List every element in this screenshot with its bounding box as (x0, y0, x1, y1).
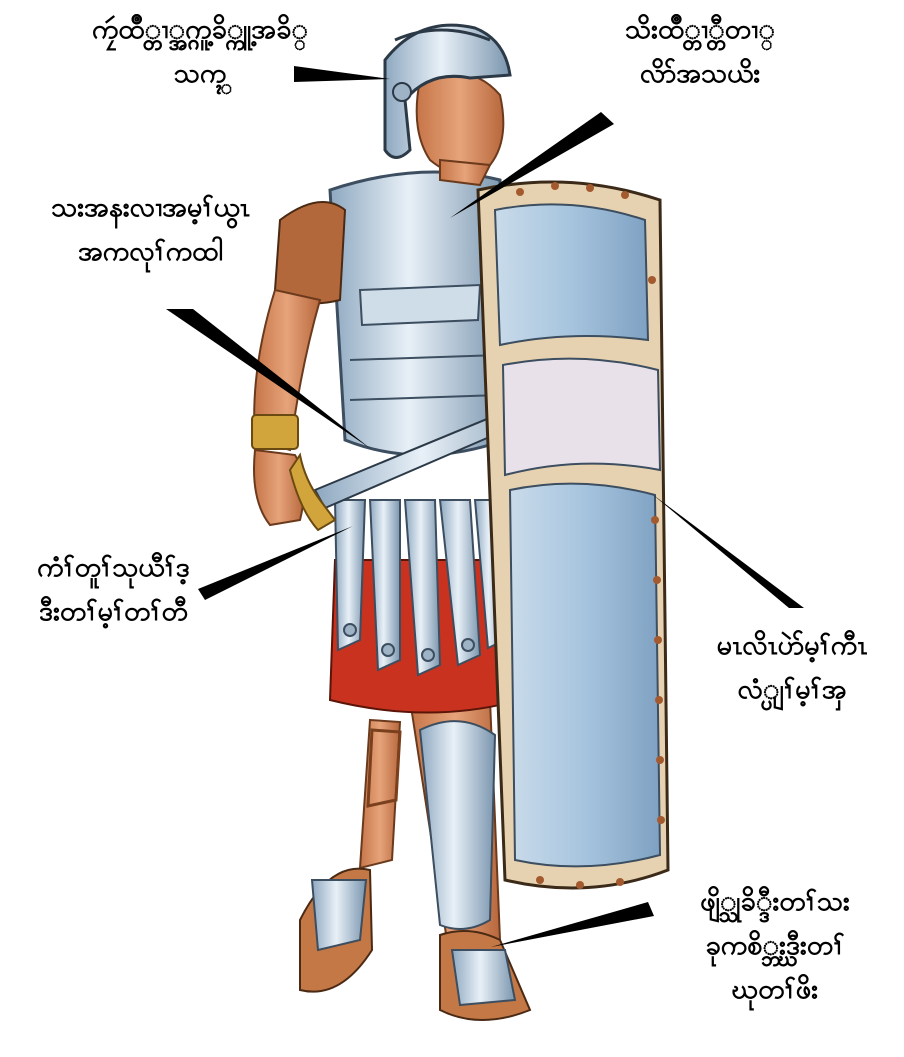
skirt-label: ကံၢ်တူၢ်သုယီၢ်ဒ့ ဒီးတၢ်မ့ၢ်တၢ်တီ (6, 546, 221, 634)
breastplate-label: သိးထိဳ္တၢ္တီတၢ္ လိာ်အသယိး (555, 8, 845, 96)
sandals-label: ဖျိ္သုခိ္ဒီးတၢ်သး ခုကစိ္ဘ္ဃးဒီးတၢ် ဃုတၢ်… (650, 880, 900, 1012)
belt-label-line2: အကလုၢ်ကထါ (18, 230, 283, 274)
helmet-label-line1: ကၠဴထိဳ္တၢ္အ္ဂကူ့ခိ္ကူ့အခိ္ (10, 8, 390, 52)
shield-pointer (652, 494, 804, 608)
shield (478, 182, 668, 889)
shield-label: မၤလိၤပဲာ်မ့ၢ်ကီၤ လံ္ပျၢ်မ့ၢ်အှ (692, 624, 892, 712)
helmet-label: ကၠဴထိဳ္တၢ္အ္ဂကူ့ခိ္ကူ့အခိ္ သက္ၚ္ (10, 8, 390, 96)
belt-label: သးအနးလၢအမ့ၢ်ယွၤ အကလုၢ်ကထါ (18, 186, 283, 274)
sandals-label-line1: ဖျိ္သုခိ္ဒီးတၢ်သး (650, 880, 900, 924)
helmet-label-line2: သက္ၚ္ (10, 52, 390, 96)
shield-label-line1: မၤလိၤပဲာ်မ့ၢ်ကီၤ (692, 624, 892, 668)
skirt-label-line1: ကံၢ်တူၢ်သုယီၢ်ဒ့ (6, 546, 221, 590)
shoulder-guard (275, 202, 345, 303)
belt-label-line1: သးအနးလၢအမ့ၢ်ယွၤ (18, 186, 283, 230)
skirt-pointer (198, 526, 353, 600)
head (417, 73, 504, 185)
sandals-label-line3: ဃုတၢ်ဖိး (650, 968, 900, 1012)
breastplate-label-line1: သိးထိဳ္တၢ္တီတၢ္ (555, 8, 845, 52)
left-leg (300, 720, 400, 992)
sandals-pointer (491, 902, 654, 947)
shield-label-line2: လံ္ပျၢ်မ့ၢ်အှ (692, 668, 892, 712)
skirt-label-line2: ဒီးတၢ်မ့ၢ်တၢ်တီ (6, 590, 221, 634)
sandals-label-line2: ခုကစိ္ဘ္ဃးဒီးတၢ် (650, 924, 900, 968)
breastplate-label-line2: လိာ်အသယိး (555, 52, 845, 96)
